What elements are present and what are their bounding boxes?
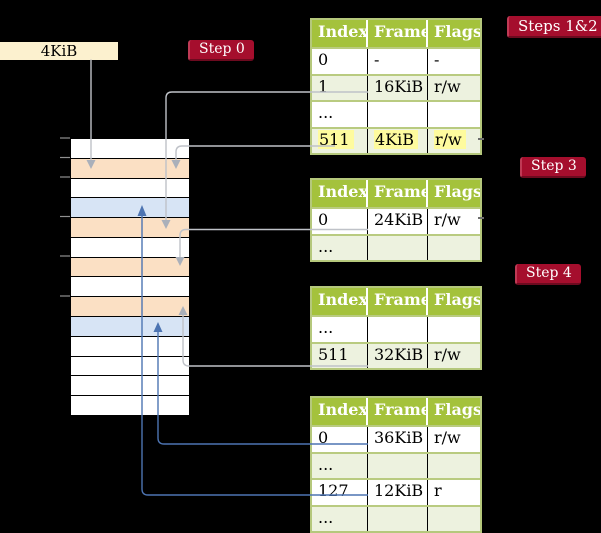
table-row: ...: [312, 100, 480, 127]
memory-frame-row: [71, 356, 189, 377]
table-cell: 32KiB: [368, 343, 428, 368]
column-header: Index: [312, 20, 368, 47]
table-cell: ...: [312, 235, 368, 260]
table-cell: [368, 506, 428, 531]
memory-frame-row: [71, 198, 189, 219]
memory-frame-row: [71, 257, 189, 278]
table-row: ...: [312, 504, 480, 532]
table-cell: r/w: [434, 210, 461, 229]
column-header: Frame: [368, 20, 428, 47]
memory-frame-row: [71, 139, 189, 159]
table-cell: [428, 102, 480, 127]
column-header: Frame: [368, 398, 428, 425]
table-cell: [428, 507, 480, 532]
memory-frame-row: [71, 277, 189, 298]
physical-memory-stack: [70, 138, 190, 416]
step-4-badge: Step 4: [515, 264, 581, 285]
table-cell: [368, 235, 428, 260]
table-cell: [368, 453, 428, 478]
memory-frame-row: [71, 237, 189, 258]
table-cell: r: [434, 481, 442, 500]
table-cell: r/w: [434, 76, 461, 96]
table-row: ...: [312, 315, 480, 342]
table-row: ...: [312, 233, 480, 261]
table-cell: ...: [312, 102, 368, 127]
table-cell: 511: [312, 343, 368, 368]
column-header: Index: [312, 180, 368, 207]
table-cell: -: [434, 50, 440, 69]
steps-1-2-badge: Steps 1&2: [507, 16, 601, 38]
column-header: Frame: [368, 288, 428, 315]
table-cell: ...: [312, 317, 368, 342]
frame-tick-marks: [60, 137, 70, 297]
column-header: Index: [312, 288, 368, 315]
memory-frame-row: [71, 158, 189, 179]
memory-frame-row: [71, 376, 189, 397]
column-header: Flags: [434, 290, 480, 309]
step-3-badge: Step 3: [520, 157, 586, 178]
table-cell: ...: [312, 506, 368, 531]
table-row: 0--: [312, 47, 480, 74]
memory-frame-row: [71, 178, 189, 199]
table-cell: 36KiB: [368, 427, 428, 452]
table-cell: [428, 317, 480, 342]
table-cell: [428, 454, 480, 479]
table-cell: 24KiB: [368, 209, 428, 234]
column-header: Index: [312, 398, 368, 425]
table-cell: [368, 317, 428, 342]
memory-frame-row: [71, 218, 189, 238]
memory-frame-row: [71, 396, 189, 415]
table-cell: 12KiB: [368, 480, 428, 505]
table-cell: 16KiB: [368, 75, 428, 100]
table-cell: 1: [312, 75, 368, 100]
free-frame-size-box: 4KiB: [0, 42, 118, 60]
table-cell: [428, 236, 480, 261]
table-cell: r/w: [434, 344, 461, 364]
table-cell: 0: [312, 49, 368, 74]
table-cell: 0: [312, 427, 368, 452]
table-cell: 4KiB: [368, 128, 428, 153]
memory-frame-row: [71, 336, 189, 357]
step-0-badge: Step 0: [188, 40, 254, 61]
column-header: Frame: [368, 180, 428, 207]
column-header: Flags: [434, 400, 480, 419]
table-row: ...: [312, 451, 480, 479]
table-cell: -: [368, 49, 428, 74]
table-cell: 511: [312, 128, 368, 153]
table-cell: r/w: [434, 428, 461, 447]
column-header: Flags: [434, 182, 480, 201]
table-cell: [368, 102, 428, 127]
table-cell: ...: [312, 453, 368, 478]
memory-frame-row: [71, 317, 189, 337]
table-cell: r/w: [428, 129, 480, 154]
memory-frame-row: [71, 297, 189, 318]
column-header: Flags: [434, 22, 480, 41]
table-cell: 127: [312, 480, 368, 505]
table-cell: 0: [312, 209, 368, 234]
